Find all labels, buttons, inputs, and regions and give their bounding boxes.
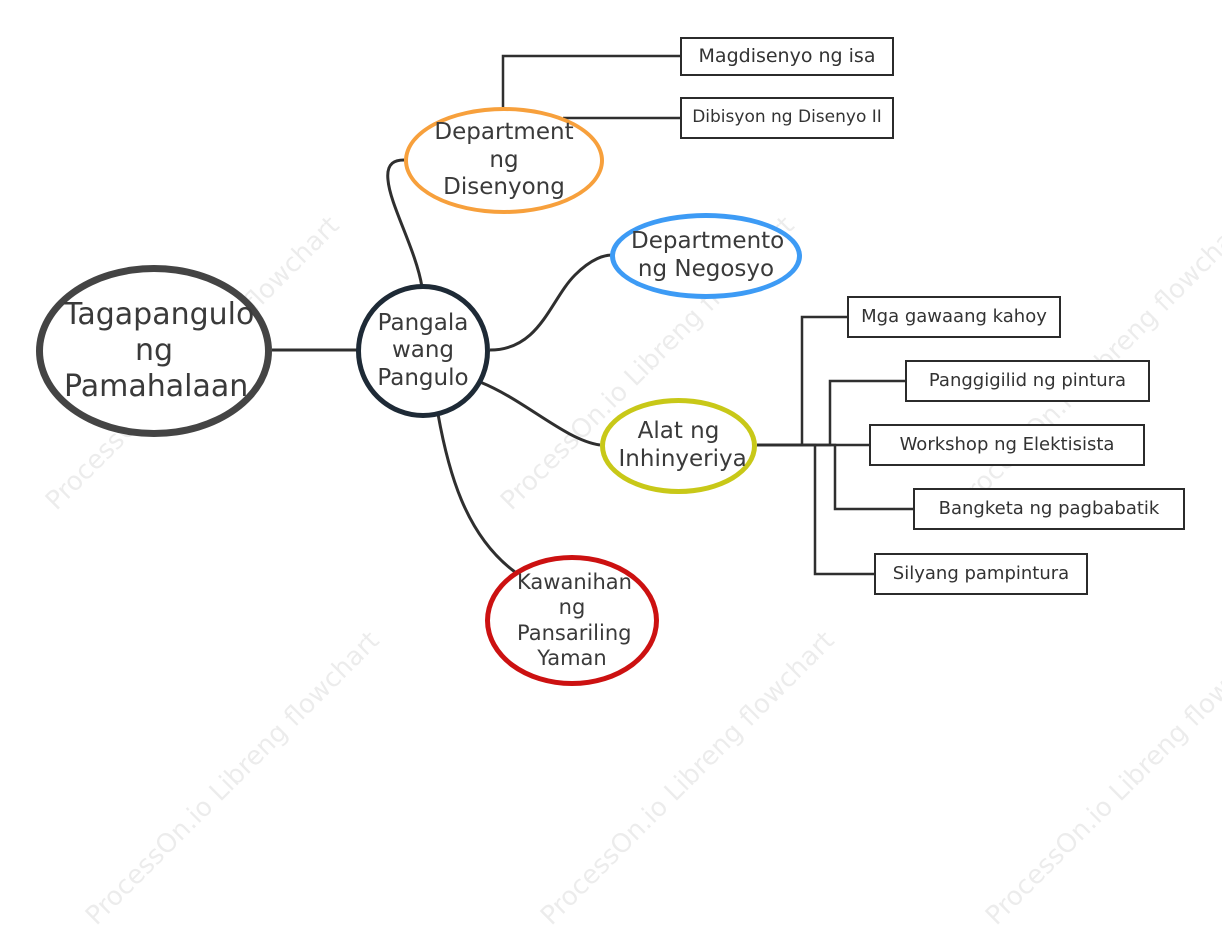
connector-design-child-1 bbox=[501, 54, 681, 107]
center-node-label: Pangala wang Pangulo bbox=[377, 309, 469, 391]
engineering-child-label: Mga gawaang kahoy bbox=[861, 305, 1047, 327]
root-node[interactable]: Tagapangulo ng Pamahalaan bbox=[36, 265, 272, 437]
center-node[interactable]: Pangala wang Pangulo bbox=[356, 284, 490, 418]
engineering-child-box[interactable]: Silyang pampintura bbox=[874, 553, 1088, 595]
design-child-box[interactable]: Dibisyon ng Disenyo II bbox=[680, 97, 894, 139]
resources-label: Kawanihan ng Pansariling Yaman bbox=[517, 570, 632, 670]
connector-center-resources bbox=[436, 413, 516, 574]
connector-eng-child-5 bbox=[757, 443, 875, 576]
design-dept-node[interactable]: Department ng Disenyong bbox=[404, 107, 604, 214]
engineering-child-box[interactable]: Mga gawaang kahoy bbox=[847, 296, 1061, 338]
design-dept-label: Department ng Disenyong bbox=[434, 119, 574, 201]
root-node-label: Tagapangulo ng Pamahalaan bbox=[64, 297, 255, 404]
engineering-child-label: Bangketa ng pagbabatik bbox=[938, 497, 1160, 519]
engineering-child-label: Silyang pampintura bbox=[892, 562, 1070, 584]
engineering-child-label: Workshop ng Elektisista bbox=[899, 433, 1115, 455]
connector-lines bbox=[272, 54, 914, 576]
resources-node[interactable]: Kawanihan ng Pansariling Yaman bbox=[485, 555, 659, 686]
connector-center-design bbox=[386, 158, 424, 288]
business-dept-label: Departmento ng Negosyo bbox=[631, 228, 785, 282]
engineering-child-label: Panggigilid ng pintura bbox=[928, 369, 1127, 391]
connector-center-business bbox=[489, 253, 613, 352]
engineering-child-box[interactable]: Bangketa ng pagbabatik bbox=[913, 488, 1185, 530]
connector-center-engineering bbox=[479, 380, 601, 447]
design-child-box[interactable]: Magdisenyo ng isa bbox=[680, 37, 894, 76]
business-dept-node[interactable]: Departmento ng Negosyo bbox=[610, 213, 802, 299]
design-child-label: Dibisyon ng Disenyo II bbox=[692, 107, 882, 128]
engineering-label: Alat ng Inhinyeriya bbox=[618, 418, 747, 472]
engineering-child-box[interactable]: Workshop ng Elektisista bbox=[869, 424, 1145, 466]
engineering-node[interactable]: Alat ng Inhinyeriya bbox=[600, 398, 757, 494]
design-child-label: Magdisenyo ng isa bbox=[698, 44, 876, 67]
engineering-child-box[interactable]: Panggigilid ng pintura bbox=[905, 360, 1150, 402]
